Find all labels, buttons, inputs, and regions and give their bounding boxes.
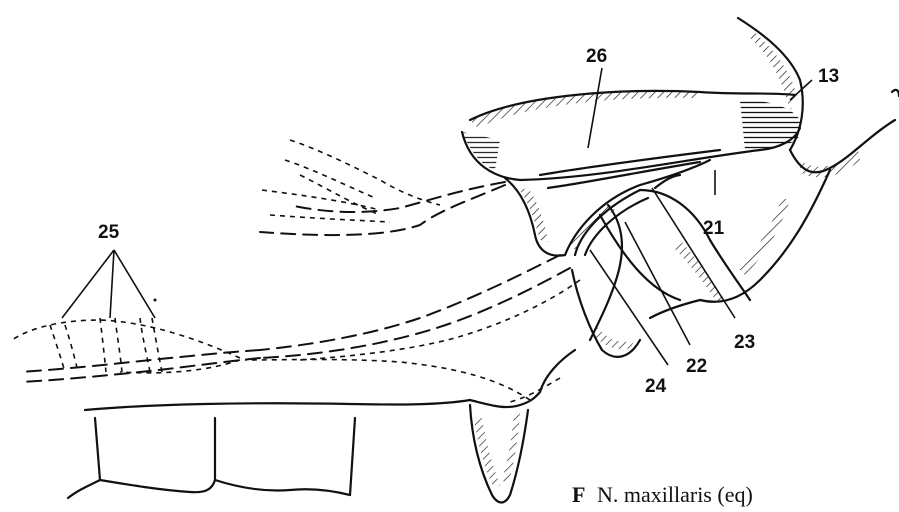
caption-text: N. maxillaris (eq) [597,482,753,507]
label-25: 25 [98,222,120,243]
caption-letter: F [572,482,585,507]
leader-25c [114,250,155,318]
cropped-edge-mark [892,90,899,96]
label-23: 23 [734,332,755,353]
label-26: 26 [586,46,607,67]
leader-25a [62,250,114,318]
dashed-nerve-fan [260,140,505,235]
label-13: 13 [818,66,839,87]
nerve-foramen-complex [505,150,750,357]
skull-outline-right [700,120,895,302]
label-22: 22 [686,356,707,377]
figure-caption: F N. maxillaris (eq) [572,482,753,507]
label-21: 21 [703,218,725,239]
label-24: 24 [645,376,667,397]
leader-25b [110,250,114,318]
maxilla-tooth-row [68,350,575,503]
orbital-bridge [462,91,800,180]
leader-26 [588,68,602,148]
leader-lines [62,68,812,365]
leader-23 [652,188,735,318]
infraorbital-course [12,255,580,402]
